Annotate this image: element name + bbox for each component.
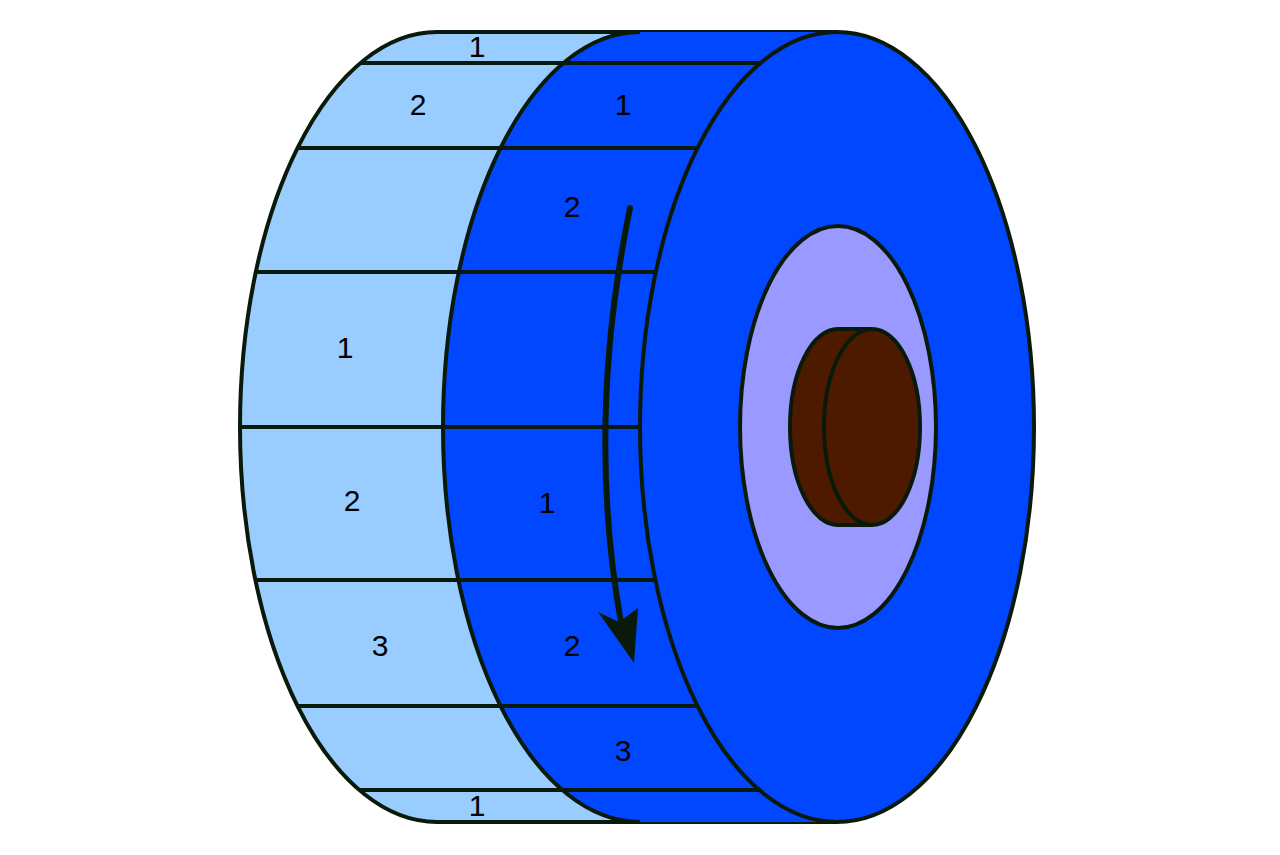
segment-line (298, 146, 506, 150)
segment-line (255, 578, 463, 582)
segment-number: 1 (469, 791, 486, 821)
segment-line (562, 788, 759, 792)
hub (790, 329, 920, 525)
segment-number: 1 (469, 32, 486, 62)
segment-line (501, 146, 698, 150)
segment-line (563, 61, 760, 65)
front-face (640, 32, 1034, 822)
segment-number: 2 (564, 192, 581, 222)
segment-line (256, 270, 464, 274)
segment-line (501, 704, 698, 708)
segment-line (459, 270, 656, 274)
segment-number: 2 (564, 631, 581, 661)
segment-line (458, 578, 655, 582)
segment-number: 3 (372, 631, 389, 661)
segment-number: 1 (337, 333, 354, 363)
segment-line (359, 788, 567, 792)
segment-line (240, 425, 448, 429)
segment-number: 1 (539, 488, 556, 518)
rotation-arrow (598, 208, 638, 663)
segment-number: 1 (615, 90, 632, 120)
segment-line (443, 425, 640, 429)
segment-line (298, 704, 506, 708)
segment-number: 3 (615, 736, 632, 766)
segment-line (360, 61, 568, 65)
segment-number: 2 (410, 90, 427, 120)
inner-ring (740, 226, 936, 628)
segment-number: 2 (344, 486, 361, 516)
